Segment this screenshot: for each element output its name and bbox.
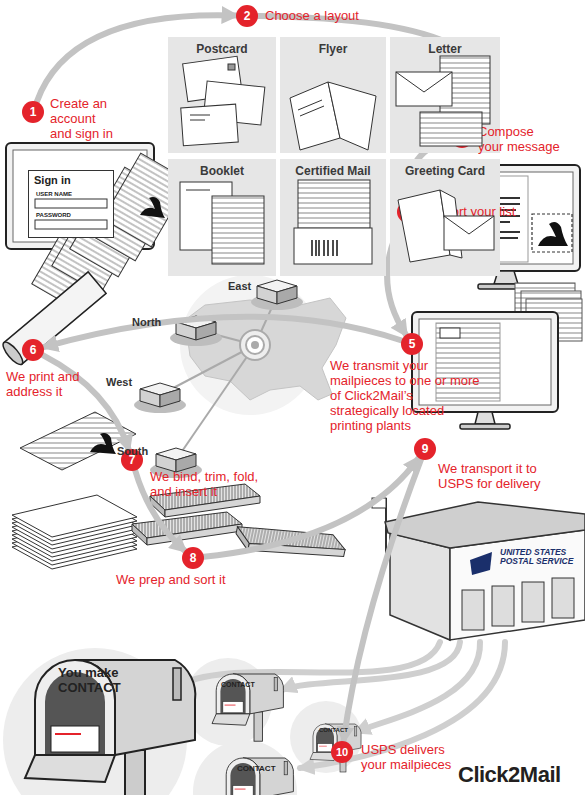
paper-stack (12, 412, 137, 569)
post-office (522, 582, 544, 622)
post-office (372, 498, 585, 640)
step-number: 8 (182, 547, 204, 569)
mailboxes (222, 758, 294, 795)
mailboxes (212, 674, 284, 741)
region-label: South (117, 445, 162, 458)
layout-option: Flyer (280, 37, 386, 153)
step-number: 1 (22, 101, 44, 123)
delivery-routes (282, 642, 460, 690)
contact-label: CONTACT (237, 764, 287, 773)
us-map (134, 383, 186, 413)
mail-trays (132, 512, 242, 545)
flow-arrow (344, 459, 422, 741)
region-label: East (228, 280, 268, 293)
us-map (251, 341, 259, 349)
mailing-list (440, 328, 460, 338)
us-map (176, 345, 255, 460)
delivery-routes (175, 642, 505, 768)
contact-label: CONTACT (319, 727, 359, 734)
layout-option: Certified Mail (280, 159, 386, 276)
us-map (251, 280, 303, 310)
us-map (185, 298, 346, 400)
step-caption: Create an account and sign in (50, 96, 120, 141)
step-number: 9 (414, 438, 436, 460)
region-label: West (106, 376, 146, 389)
compose-monitor (532, 214, 572, 252)
paper-stack (90, 433, 116, 454)
us-map (240, 330, 270, 360)
step-number: 6 (22, 339, 44, 361)
mailboxes (310, 724, 361, 772)
step-caption: We bind, trim, fold, and insert it (150, 469, 262, 499)
field-label: PASSWORD (36, 212, 71, 219)
layout-title: Letter (390, 42, 500, 56)
mailing-list (412, 312, 558, 412)
step-caption: We transmit your mailpieces to one or mo… (330, 358, 480, 433)
flow-arrow (44, 317, 402, 347)
layout-title: Certified Mail (280, 164, 386, 178)
post-office (462, 578, 574, 630)
step-number: 2 (236, 5, 258, 27)
form-heading: Sign in (34, 174, 71, 186)
mailing-list (475, 412, 495, 424)
layout-title: Booklet (168, 164, 276, 178)
step-badge: 8We prep and sort it (182, 547, 204, 569)
step-caption: USPS delivers your mailpieces (361, 742, 461, 772)
background-swirl (193, 740, 297, 795)
step-number: 4 (397, 201, 419, 223)
step-badge: 10USPS delivers your mailpieces (331, 741, 353, 763)
usps-sign: UNITED STATES POSTAL SERVICE (500, 548, 582, 566)
post-office (470, 552, 492, 575)
contact-label: CONTACT (221, 681, 271, 689)
layout-title: Flyer (280, 42, 386, 56)
step-number: 5 (401, 333, 423, 355)
step-badge: 3Compose your message (451, 126, 473, 148)
step-caption: We transport it to USPS for delivery (438, 461, 556, 491)
post-office (492, 586, 514, 626)
mailing-list (419, 319, 551, 405)
post-office (450, 530, 585, 640)
step-number: 10 (331, 741, 353, 763)
mailboxes (25, 660, 195, 795)
post-office (390, 533, 450, 640)
step-caption: We prep and sort it (116, 572, 266, 587)
step-caption: Choose a layout (265, 8, 415, 23)
us-map (246, 336, 264, 354)
post-office (385, 502, 585, 548)
mailing-list (436, 323, 500, 401)
step-caption: We print and address it (6, 369, 94, 399)
contact-label: You make CONTACT (58, 666, 143, 696)
mailboxes (25, 660, 361, 795)
step-number: 3 (451, 126, 473, 148)
layout-title: Greeting Card (390, 164, 500, 178)
paper-stack (12, 495, 137, 537)
printing-press (4, 272, 106, 364)
post-office (462, 590, 484, 630)
brand-logo: Click2Mail (458, 762, 585, 787)
region-label: North (132, 316, 182, 329)
layout-option: Postcard (168, 37, 276, 153)
step-badge: 5We transmit your mailpieces to one or m… (401, 333, 423, 355)
delivery-routes (175, 642, 440, 688)
step-badge: 1Create an account and sign in (22, 101, 44, 123)
step-badge: 6We print and address it (22, 339, 44, 361)
layout-title: Postcard (168, 42, 276, 56)
layout-option: Booklet (168, 159, 276, 276)
step-badge: 4Import your list (397, 201, 419, 223)
printing-press (140, 197, 165, 218)
delivery-routes (356, 642, 480, 732)
step-badge: 9We transport it to USPS for delivery (414, 438, 436, 460)
mailing-list (460, 424, 510, 429)
printing-press (0, 272, 106, 367)
step-caption: Import your list (430, 204, 570, 219)
step-caption: Compose your message (478, 124, 561, 154)
us-map (134, 280, 346, 478)
compose-monitor (538, 222, 568, 246)
field-label: USER NAME (36, 191, 72, 198)
sign-in-form: Sign in USER NAME PASSWORD (28, 170, 114, 238)
step-badge: 2Choose a layout (236, 5, 258, 27)
post-office (552, 578, 574, 618)
